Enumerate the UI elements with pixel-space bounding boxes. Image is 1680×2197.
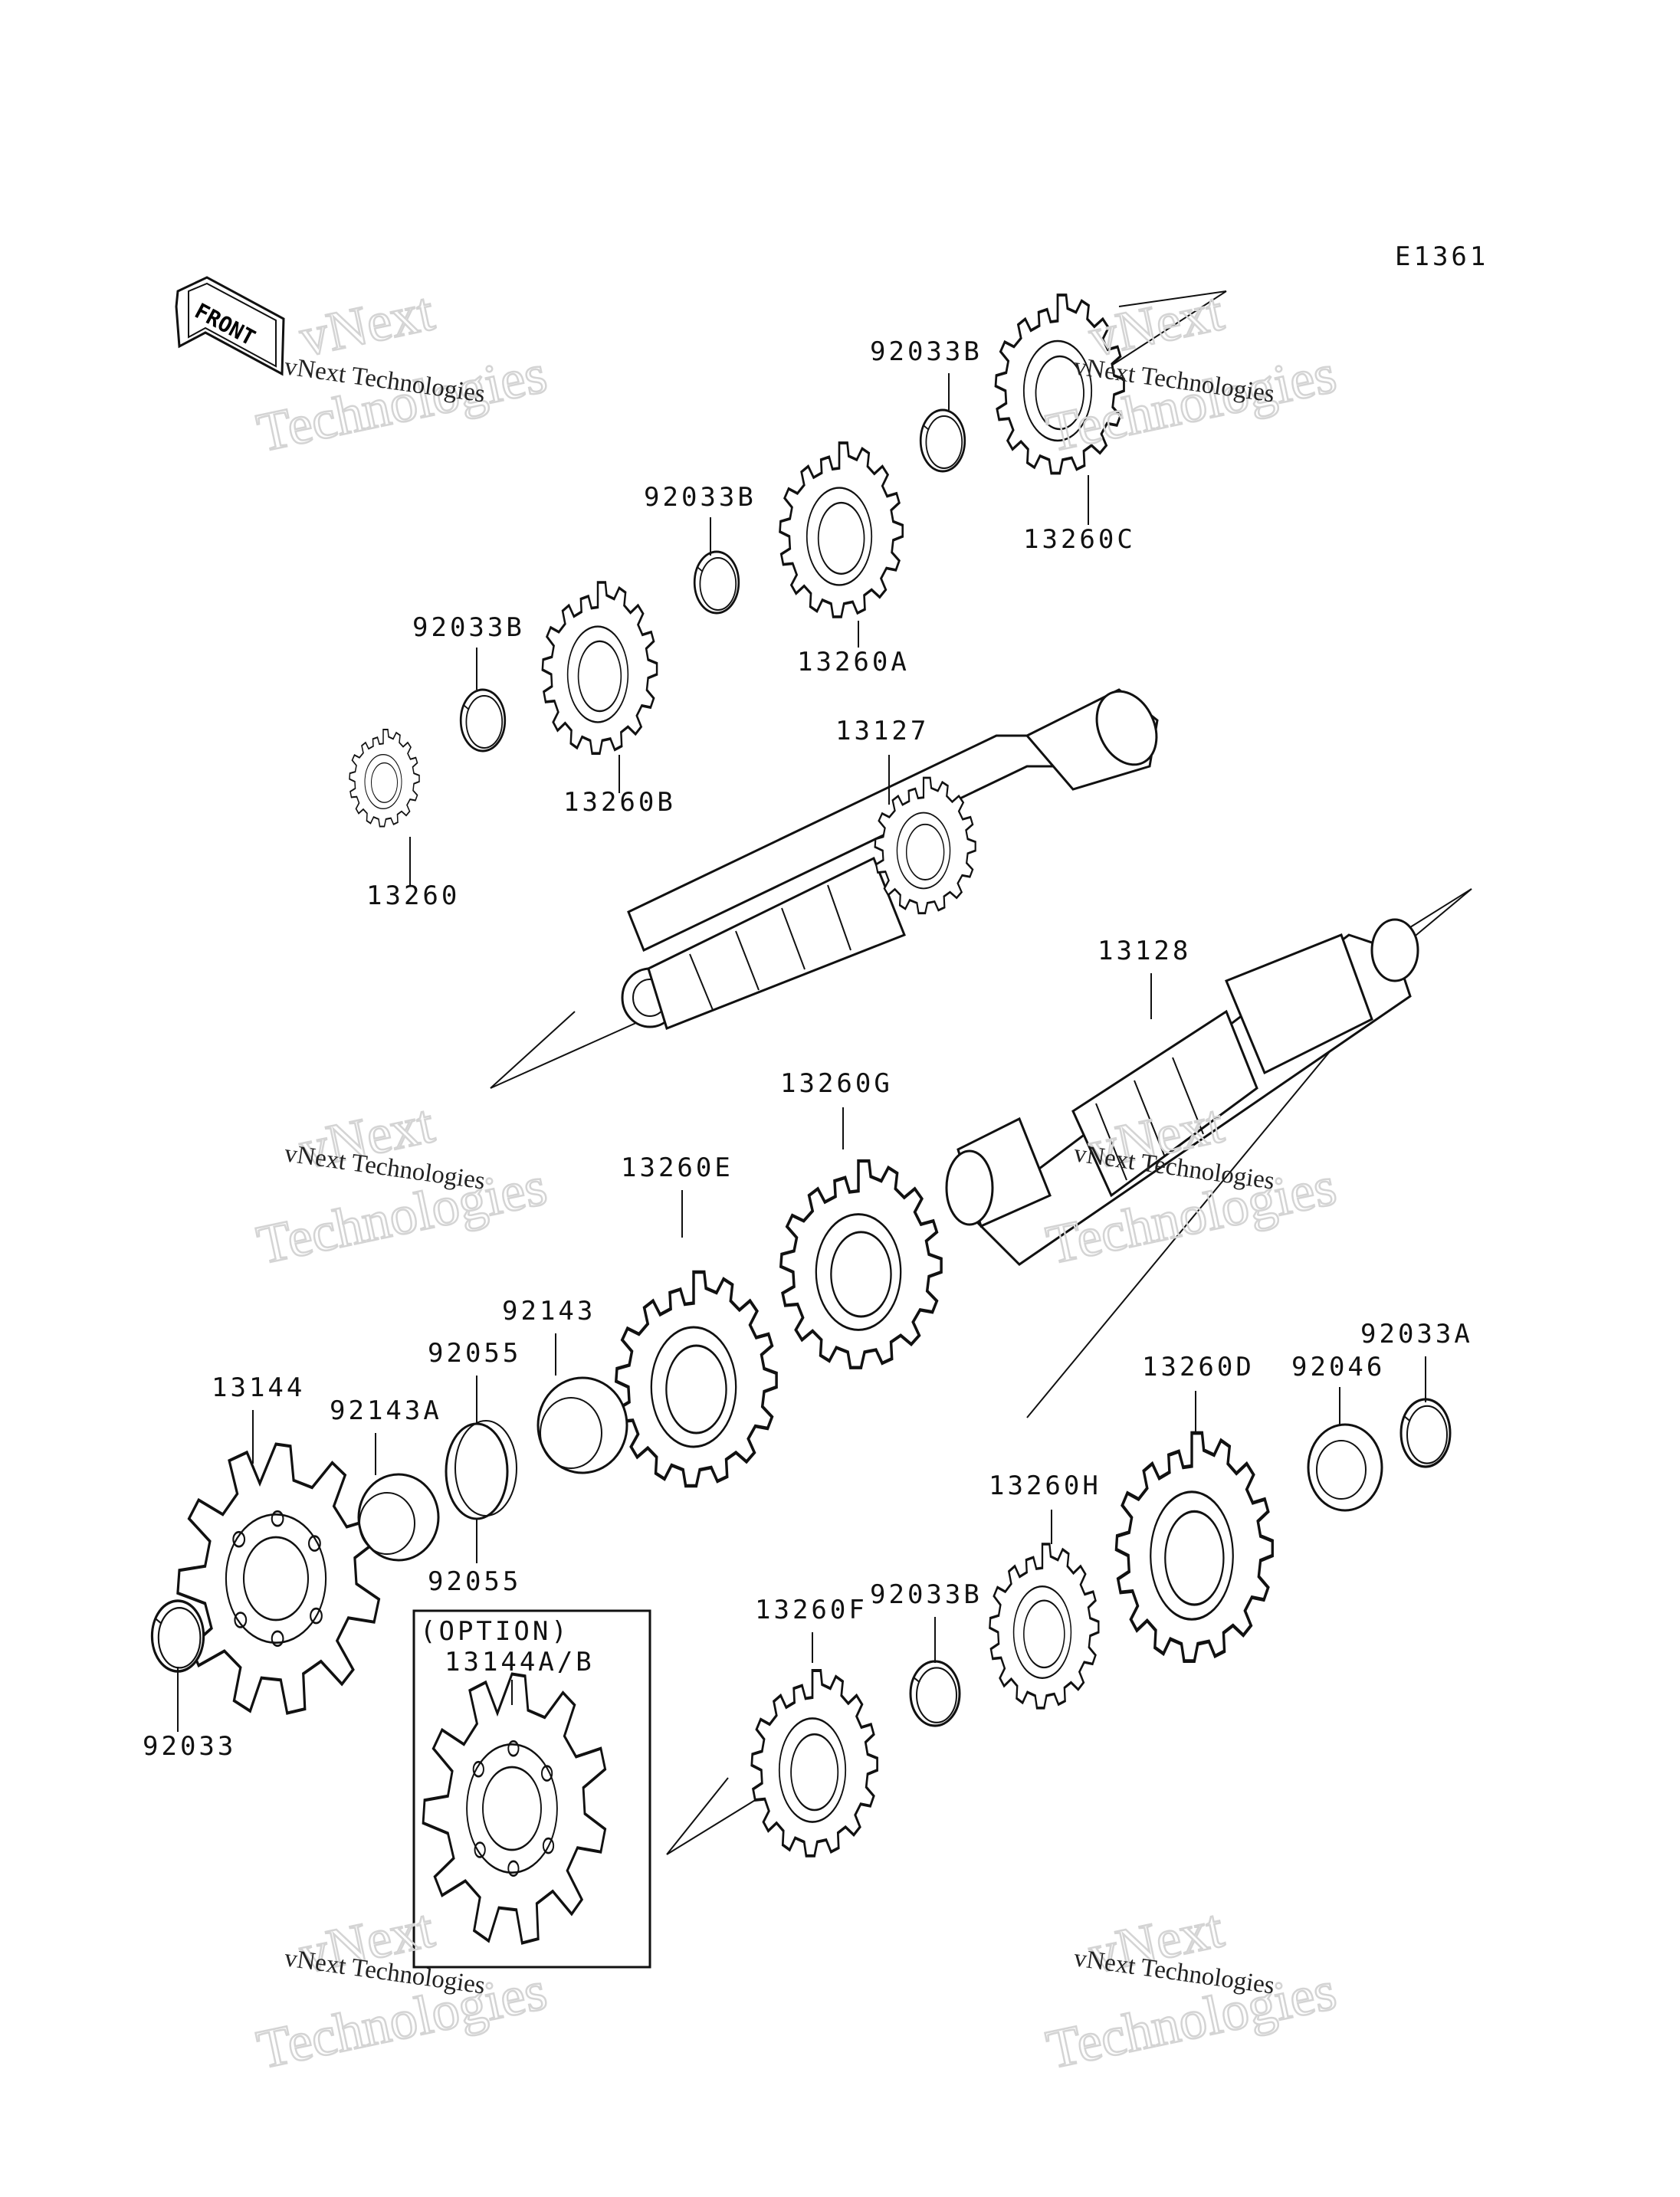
label-92055-bottom: 92055 <box>428 1566 521 1597</box>
main-shaft-13127 <box>621 688 1159 1030</box>
sprocket-13144 <box>178 1444 379 1713</box>
svg-text:vNext: vNext <box>294 280 439 369</box>
label-13260A: 13260A <box>797 647 910 677</box>
label-13144: 13144 <box>212 1372 305 1403</box>
gear-13260A <box>778 441 904 618</box>
sprocket-13144A-B <box>423 1674 605 1943</box>
circlip-92033B-d <box>909 1660 961 1727</box>
front-arrow-icon: FRONT <box>175 276 285 376</box>
label-92033A: 92033A <box>1360 1319 1473 1349</box>
leader-lines <box>177 373 1426 1732</box>
axis-lines <box>490 290 1472 1855</box>
label-92033B-c: 92033B <box>870 336 983 367</box>
label-13260D: 13260D <box>1142 1352 1255 1382</box>
counter-shaft-13128 <box>945 918 1419 1266</box>
gear-13260G <box>781 1161 941 1368</box>
collar-92143 <box>536 1376 628 1474</box>
label-13260E: 13260E <box>621 1153 733 1183</box>
diagram-code: E1361 <box>1395 241 1488 272</box>
label-13128: 13128 <box>1098 936 1191 966</box>
label-13260H: 13260H <box>989 1471 1101 1501</box>
label-92033B-a: 92033B <box>412 612 525 643</box>
label-13260G: 13260G <box>780 1068 893 1099</box>
ring-92055 <box>445 1420 517 1520</box>
label-92046: 92046 <box>1291 1352 1385 1382</box>
circlip-92033 <box>150 1599 205 1673</box>
gear-13260B <box>541 581 658 756</box>
needle-bearing-92046 <box>1307 1423 1383 1512</box>
svg-text:vNext: vNext <box>1084 280 1229 369</box>
collar-92143A <box>357 1473 440 1562</box>
option-box <box>412 1609 651 1969</box>
gear-13260 <box>348 728 421 828</box>
circlip-92033B-c <box>919 408 966 473</box>
gear-13260H <box>988 1543 1101 1710</box>
label-13260C: 13260C <box>1023 524 1136 555</box>
label-92033: 92033 <box>143 1731 236 1762</box>
label-92055-top: 92055 <box>428 1338 521 1369</box>
circlip-92033B-b <box>693 550 740 615</box>
gear-13260D <box>1116 1433 1272 1661</box>
label-92143A: 92143A <box>330 1395 442 1426</box>
label-13260B: 13260B <box>563 787 676 818</box>
label-92143: 92143 <box>502 1296 596 1326</box>
option-part-label: 13144A/B <box>445 1647 595 1677</box>
label-92033B-b: 92033B <box>644 482 756 513</box>
circlip-92033A <box>1399 1398 1452 1468</box>
label-92033B-d: 92033B <box>870 1579 983 1610</box>
circlip-92033B-a <box>459 688 507 753</box>
label-13260: 13260 <box>366 880 460 911</box>
gear-13260E <box>616 1272 776 1486</box>
option-title: (OPTION) <box>420 1616 570 1647</box>
gear-13260F <box>750 1669 879 1858</box>
label-13260F: 13260F <box>755 1595 868 1625</box>
label-13127: 13127 <box>835 716 929 746</box>
